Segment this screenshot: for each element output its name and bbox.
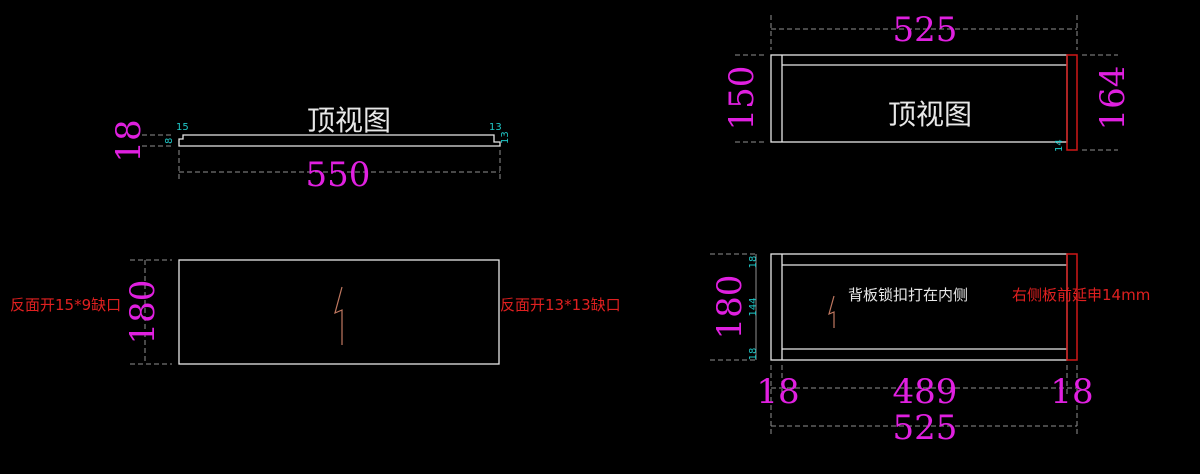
view-title: 顶视图 <box>307 104 391 137</box>
dim-height: 180 <box>123 280 163 345</box>
dim-right-side: 18 <box>1050 372 1093 412</box>
left-top-view: 顶视图 18 550 15 13 8 13 <box>109 104 511 195</box>
notch-label: 15 <box>176 122 189 133</box>
dim-bottom: 18 <box>748 348 759 361</box>
dim-inner: 489 <box>893 372 958 412</box>
note-left: 反面开15*9缺口 <box>10 296 121 314</box>
right-panel-extension <box>1066 54 1078 151</box>
note-inner: 背板锁扣打在内侧 <box>848 286 968 304</box>
dim-thickness: 18 <box>109 119 149 162</box>
dim-total: 525 <box>893 408 958 448</box>
view-title: 顶视图 <box>888 98 972 131</box>
left-front-view: 180 反面开15*9缺口 反面开13*13缺口 <box>10 259 621 365</box>
notch-label: 13 <box>489 122 502 133</box>
dim-width: 550 <box>306 155 371 195</box>
dim-left: 150 <box>722 66 762 131</box>
depth-label: 8 <box>164 138 175 144</box>
box-outline <box>770 253 1068 361</box>
grain-direction-icon <box>334 286 343 345</box>
right-top-view: 525 150 164 顶视图 14 <box>722 10 1133 152</box>
note-right: 反面开13*13缺口 <box>500 296 621 314</box>
dim-left-side: 18 <box>756 372 799 412</box>
right-front-view: 180 18 144 18 背板锁扣打在内侧 右侧板前延申14mm 18 489… <box>710 253 1150 448</box>
dim-top: 18 <box>748 256 759 269</box>
dim-right: 164 <box>1093 66 1133 131</box>
dim-height: 180 <box>710 275 750 340</box>
dim-width: 525 <box>893 10 958 50</box>
depth-label: 13 <box>500 131 511 144</box>
panel-outline <box>178 259 500 365</box>
small-dim: 14 <box>1054 139 1065 152</box>
dim-mid: 144 <box>748 297 759 316</box>
grain-direction-icon <box>828 295 835 328</box>
panel-profile <box>178 134 501 147</box>
right-panel-extension <box>1066 253 1078 361</box>
note-red: 右侧板前延申14mm <box>1012 286 1150 304</box>
